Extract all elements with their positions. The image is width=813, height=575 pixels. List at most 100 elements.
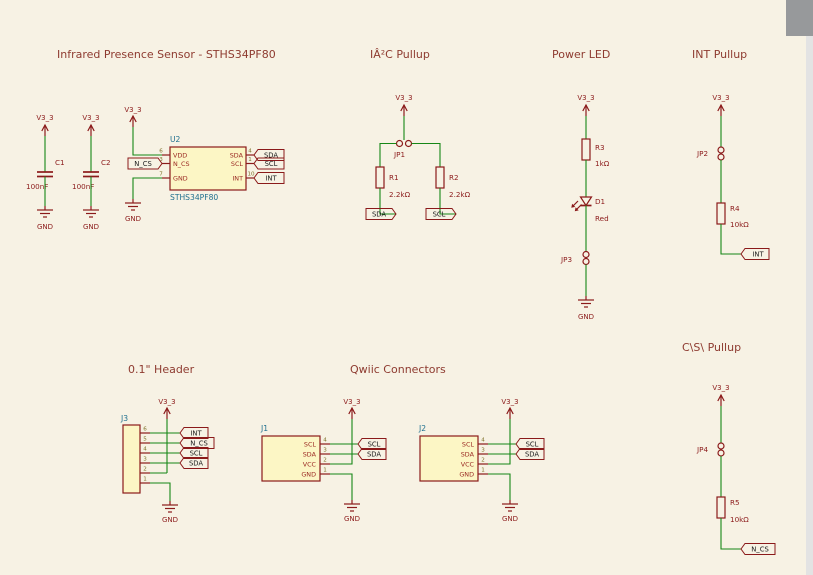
jumper-pad	[717, 153, 725, 161]
net-label-scl[interactable]: SCL	[253, 157, 285, 170]
power-flag-v3_3[interactable]: V3_3	[501, 398, 519, 419]
net-label-int[interactable]: INT	[179, 427, 209, 439]
jumper-pad	[717, 146, 725, 154]
net-label-sda[interactable]: SDA	[179, 457, 209, 469]
net-label-n_cs[interactable]: N_CS	[740, 543, 776, 555]
wire[interactable]	[379, 188, 396, 215]
pin-name: SDA	[230, 151, 244, 159]
net-label-n_cs[interactable]: N_CS	[179, 437, 215, 449]
component-d1[interactable]: D1 Red	[571, 196, 609, 223]
symbol-body	[261, 435, 321, 482]
net-label-box	[179, 457, 209, 469]
power-flag-gnd[interactable]: GND	[125, 199, 141, 223]
power-flag-v3_3[interactable]: V3_3	[343, 398, 361, 419]
ref-label: R4	[730, 204, 740, 213]
component-jp2[interactable]: JP2	[696, 146, 725, 161]
pin-number: 2	[323, 458, 327, 464]
power-label: V3_3	[124, 106, 141, 114]
net-label-box	[253, 157, 285, 170]
power-flag-v3_3[interactable]: V3_3	[36, 114, 54, 136]
wire[interactable]	[132, 177, 162, 199]
jumper-pad	[717, 449, 725, 457]
wire[interactable]	[379, 142, 397, 168]
component-jp3[interactable]: JP3	[560, 250, 590, 266]
power-flag-gnd[interactable]: GND	[37, 206, 53, 231]
power-flag-gnd[interactable]: GND	[502, 500, 518, 523]
power-flag-v3_3[interactable]: V3_3	[577, 94, 595, 116]
power-flag-gnd[interactable]: GND	[83, 206, 99, 231]
component-r5[interactable]: R5 10kΩ	[716, 496, 749, 524]
power-flag-gnd[interactable]: GND	[578, 296, 594, 321]
ref-label: JP2	[696, 149, 708, 158]
pin-name: SCL	[304, 440, 317, 448]
power-label: V3_3	[343, 398, 360, 406]
wire[interactable]	[439, 188, 456, 215]
net-label-box	[740, 543, 776, 555]
resistor-body	[375, 166, 385, 189]
wire[interactable]	[411, 142, 441, 168]
ref-label: JP1	[393, 150, 405, 159]
ref-label: R3	[595, 143, 605, 152]
net-label-sda[interactable]: SDA	[365, 208, 397, 220]
net-label-sda[interactable]: SDA	[515, 448, 545, 460]
wire[interactable]	[150, 482, 171, 501]
net-label-n_cs[interactable]: N_CS	[127, 157, 163, 170]
net-label-int[interactable]: INT	[253, 172, 285, 184]
net-label-text: SDA	[525, 451, 539, 459]
symbol-body	[419, 435, 479, 482]
net-label-scl[interactable]: SCL	[515, 438, 545, 450]
power-flag-v3_3[interactable]: V3_3	[82, 114, 100, 136]
component-r1[interactable]: R1 2.2kΩ	[375, 166, 411, 199]
scrollbar-track[interactable]	[806, 0, 813, 575]
component-r4[interactable]: R4 10kΩ	[716, 202, 749, 229]
wire[interactable]	[488, 473, 511, 500]
wire[interactable]	[488, 419, 511, 465]
net-label-scl[interactable]: SCL	[357, 438, 387, 450]
power-label: GND	[162, 516, 178, 524]
value-label: 1kΩ	[595, 159, 610, 168]
component-u2[interactable]: U2 STHS34PF80 6 3 7 4 1 10 VDD N_CS GND …	[159, 135, 255, 202]
wire[interactable]	[330, 473, 353, 500]
section-title-sensor: Infrared Presence Sensor - STHS34PF80	[57, 48, 276, 61]
net-label-scl[interactable]: SCL	[425, 208, 457, 220]
component-j2[interactable]: J2 4 3 2 1 SCL SDA VCC GND	[418, 424, 488, 482]
net-label-sda[interactable]: SDA	[253, 149, 285, 161]
component-j1[interactable]: J1 4 3 2 1 SCL SDA VCC GND	[260, 424, 330, 482]
power-label: V3_3	[158, 398, 175, 406]
wire[interactable]	[132, 127, 162, 156]
power-flag-v3_3[interactable]: V3_3	[124, 106, 142, 127]
pin-number: 6	[159, 148, 163, 154]
ref-label: U2	[170, 135, 181, 144]
power-label: GND	[83, 223, 99, 231]
power-flag-gnd[interactable]: GND	[162, 501, 178, 524]
wire[interactable]	[720, 224, 741, 255]
wire[interactable]	[330, 419, 353, 465]
net-label-box	[357, 448, 387, 460]
net-label-text: INT	[752, 251, 764, 259]
power-label: GND	[125, 215, 141, 223]
resistor-body	[716, 202, 726, 225]
power-label: GND	[578, 313, 594, 321]
net-label-int[interactable]: INT	[740, 248, 770, 260]
power-label: GND	[344, 515, 360, 523]
wire[interactable]	[720, 518, 741, 550]
power-flag-v3_3[interactable]: V3_3	[712, 384, 730, 406]
net-label-text: N_CS	[751, 546, 769, 554]
power-flag-v3_3[interactable]: V3_3	[712, 94, 730, 116]
component-r2[interactable]: R2 2.2kΩ	[435, 166, 471, 199]
component-jp4[interactable]: JP4	[696, 442, 725, 457]
net-label-sda[interactable]: SDA	[357, 448, 387, 460]
led-emission-arrowhead	[571, 203, 576, 208]
power-flag-v3_3[interactable]: V3_3	[395, 94, 413, 116]
power-flag-gnd[interactable]: GND	[344, 500, 360, 523]
net-label-box	[740, 248, 770, 260]
ref-label: R1	[389, 173, 399, 182]
symbol-body	[169, 146, 247, 191]
ref-label: C2	[101, 158, 111, 167]
net-label-scl[interactable]: SCL	[179, 447, 209, 459]
pin-number: 2	[481, 458, 485, 464]
power-flag-v3_3[interactable]: V3_3	[158, 398, 176, 419]
component-j3[interactable]: J3 6 5 4 3 2 1	[120, 414, 150, 494]
ref-label: JP3	[560, 255, 572, 264]
